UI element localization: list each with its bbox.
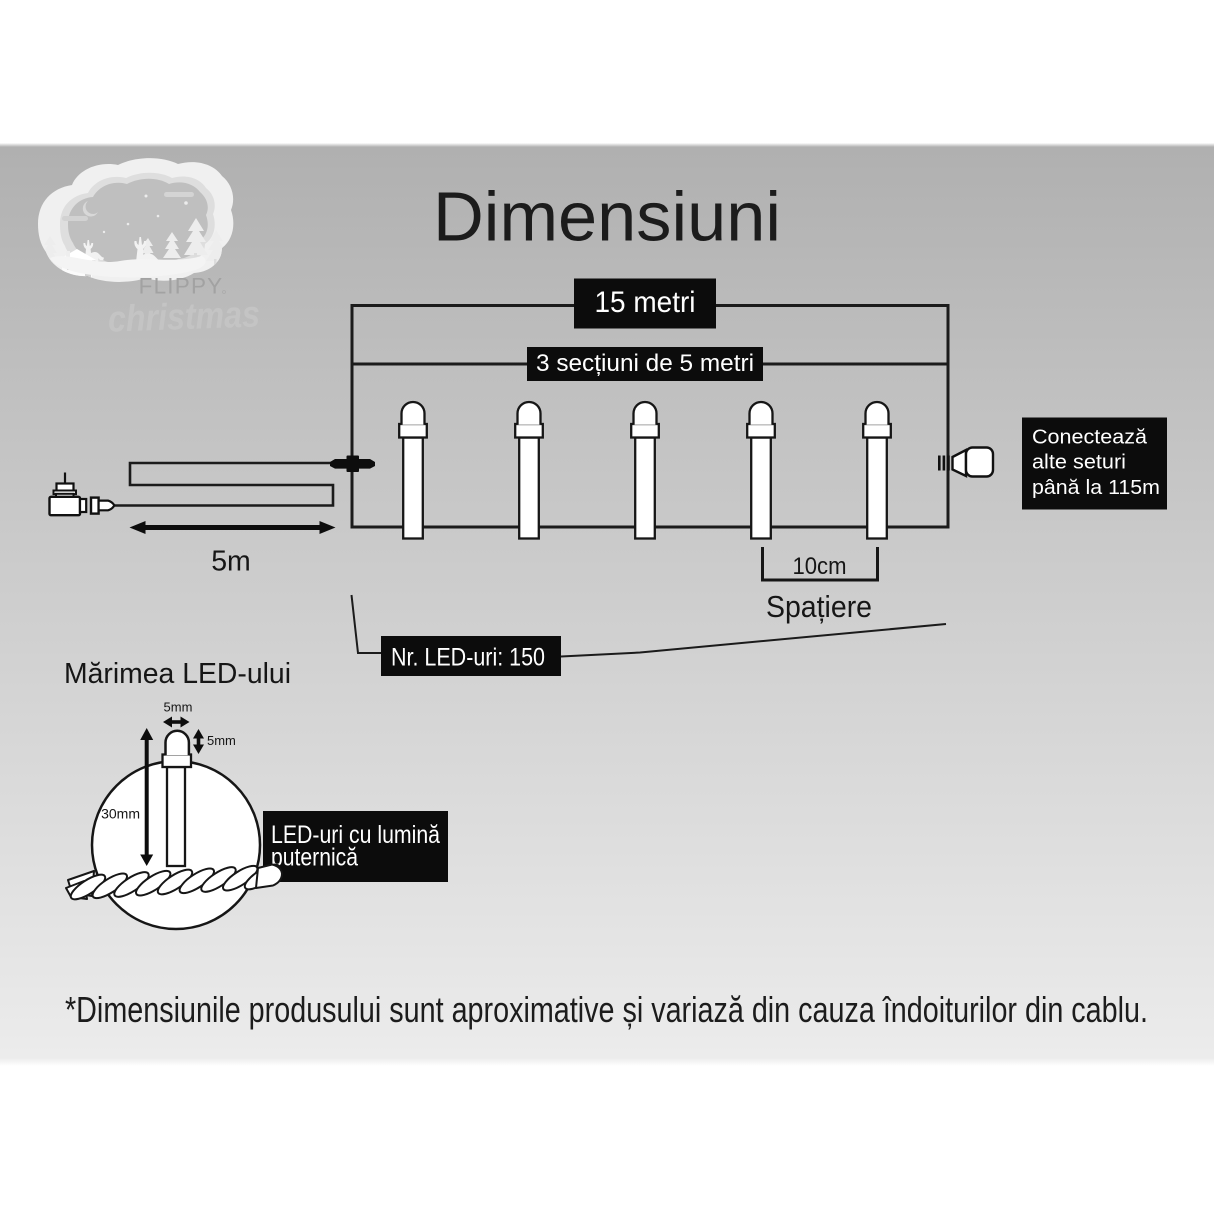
svg-text:3 secțiuni de 5 metri: 3 secțiuni de 5 metri [536,350,754,377]
svg-text:*Dimensiunile produsului sunt: *Dimensiunile produsului sunt aproximati… [65,989,1148,1030]
svg-text:15 metri: 15 metri [595,286,696,319]
svg-text:până la 115m: până la 115m [1032,476,1160,499]
svg-text:5mm: 5mm [207,733,236,748]
svg-text:Nr. LED-uri: 150: Nr. LED-uri: 150 [391,644,545,672]
svg-text:Spațiere: Spațiere [766,590,872,624]
svg-text:christmas: christmas [107,293,260,339]
svg-text:5mm: 5mm [164,700,193,715]
svg-text:30mm: 30mm [101,806,140,822]
svg-text:5m: 5m [211,546,251,578]
svg-text:Conectează: Conectează [1032,426,1148,449]
svg-text:alte seturi: alte seturi [1032,451,1126,474]
svg-text:LED-uri cu lumină: LED-uri cu lumină [271,821,441,849]
svg-text:Dimensiuni: Dimensiuni [433,178,781,256]
svg-text:FLIPPY: FLIPPY [139,274,224,299]
svg-text:puternică: puternică [271,844,359,872]
svg-text:10cm: 10cm [793,553,847,580]
svg-text:Mărimea LED-ului: Mărimea LED-ului [64,658,291,690]
